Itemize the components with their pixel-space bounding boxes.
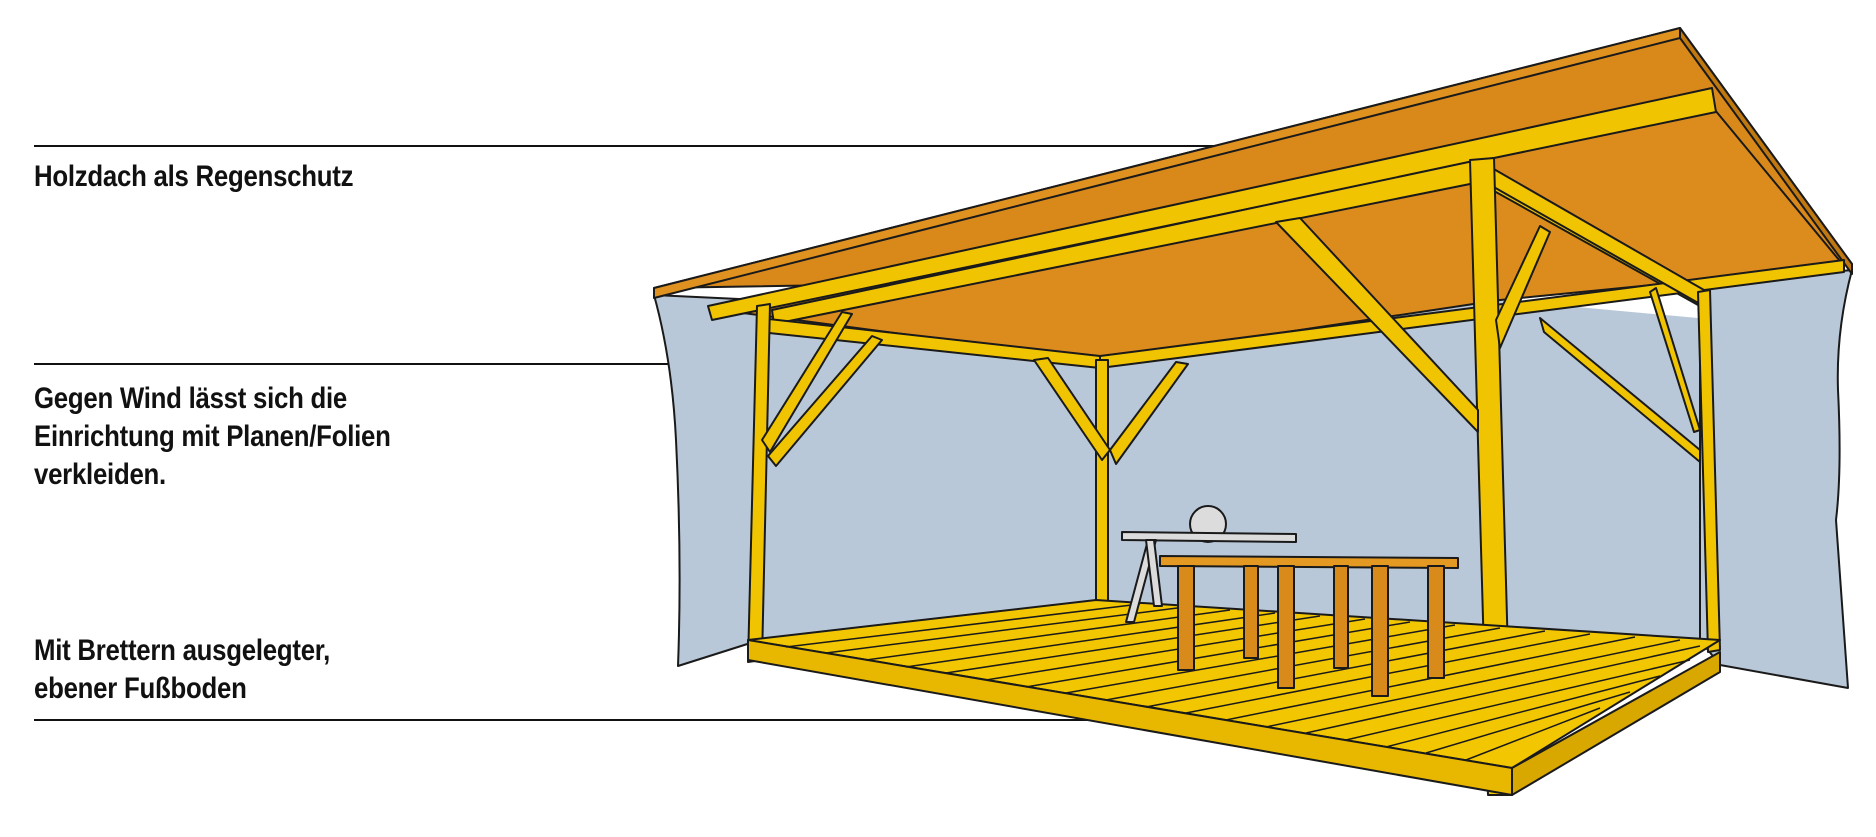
callout-roof-line-1: Holzdach als Regenschutz — [34, 160, 354, 193]
saw-bench-leg-b — [1145, 539, 1163, 607]
callout-roof: Holzdach als Regenschutz — [34, 158, 354, 196]
beam-front-top — [707, 87, 1717, 321]
callout-floor-line-2: ebener Fußboden — [34, 672, 247, 705]
brace-left-a — [761, 311, 853, 453]
brace-back-right — [1109, 361, 1189, 465]
saw-table-top — [1121, 531, 1297, 543]
brace-right-a — [1495, 225, 1551, 349]
callout-floor-line-1: Mit Brettern ausgelegter, — [34, 634, 331, 667]
tarp-right — [1699, 269, 1853, 689]
callout-wind-line-2: Einrichtung mit Planen/Folien — [34, 420, 391, 453]
bracing — [761, 217, 1701, 467]
roof-right-edge — [1679, 27, 1853, 275]
leader-lines — [34, 145, 1215, 721]
table-legs — [1177, 565, 1445, 697]
brace-right-b — [1539, 317, 1701, 463]
floor-right-edge — [1511, 651, 1721, 796]
roof-beams — [707, 87, 1845, 369]
work-table — [1159, 555, 1459, 697]
callout-wind: Gegen Wind lässt sich die Einrichtung mi… — [34, 380, 391, 494]
table-top — [1159, 555, 1459, 569]
callout-wind-line-1: Gegen Wind lässt sich die — [34, 382, 348, 415]
saw-bench — [1121, 505, 1297, 623]
brace-left-b — [767, 335, 883, 467]
callout-wind-line-3: verkleiden. — [34, 458, 166, 491]
post-back-right — [1697, 289, 1721, 653]
floor — [747, 599, 1721, 796]
tarp-left — [653, 294, 761, 667]
post-back-left — [1095, 359, 1109, 603]
callout-floor: Mit Brettern ausgelegter, ebener Fußbode… — [34, 632, 330, 708]
brace-right-c — [1649, 287, 1701, 433]
brace-front-diagonal — [1275, 217, 1479, 433]
